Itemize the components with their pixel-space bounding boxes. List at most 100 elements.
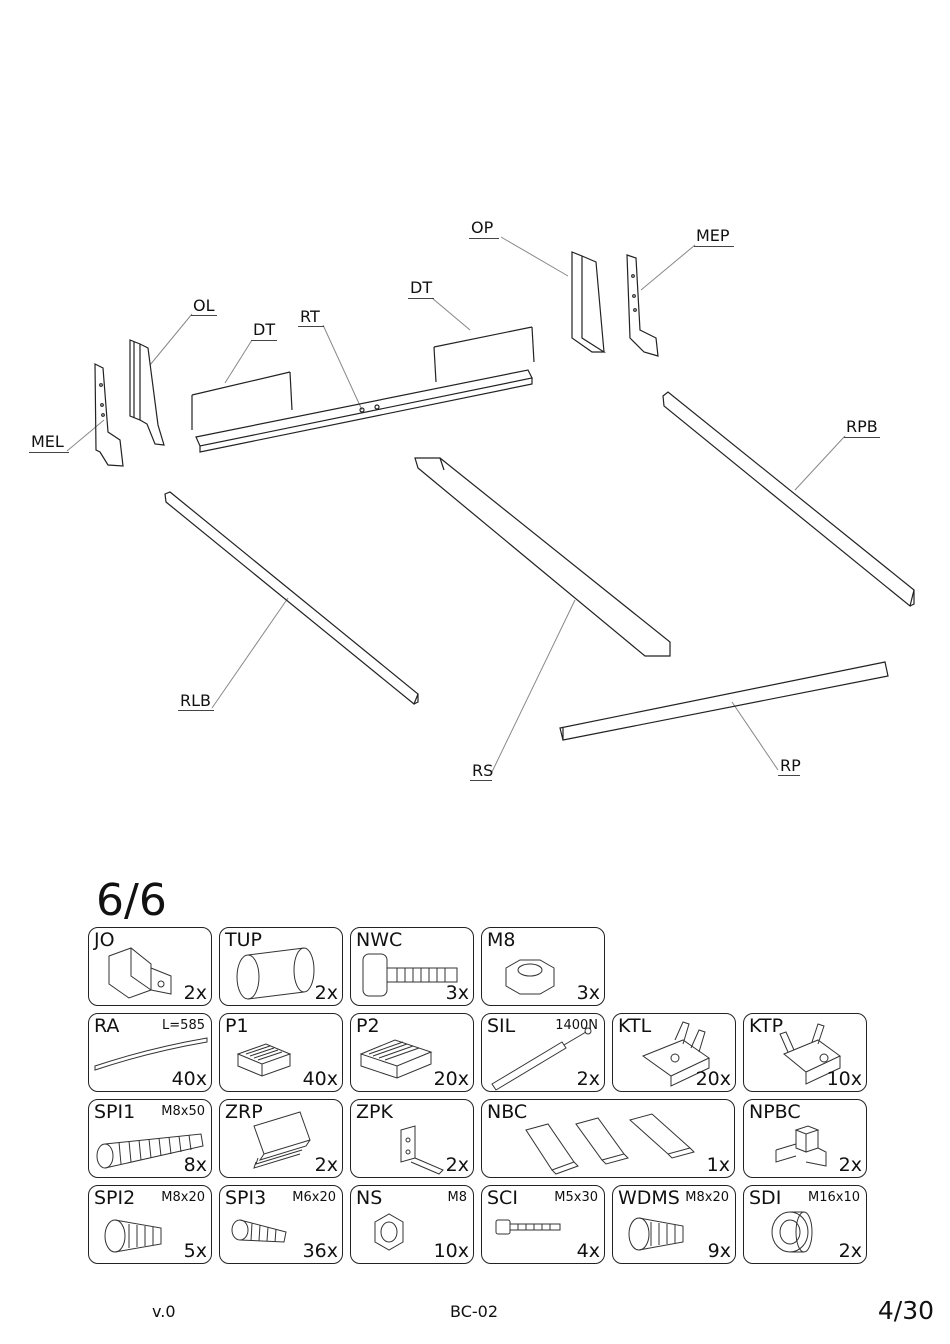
- part-quantity: 2x: [839, 1154, 862, 1176]
- part-card-spi2: SPI2 M8x20 5x: [88, 1185, 212, 1264]
- part-quantity: 5x: [184, 1240, 207, 1262]
- part-dt-left: [192, 372, 292, 430]
- part-spec: M6x20: [292, 1190, 336, 1206]
- part-code: SDI: [749, 1187, 781, 1209]
- part-card-npbc: NPBC 2x: [743, 1099, 867, 1178]
- part-code: JO: [94, 929, 115, 951]
- part-spec: 1400N: [555, 1018, 598, 1034]
- part-mel-plate: [95, 364, 123, 466]
- label-dt-right: DT: [410, 279, 432, 297]
- part-card-m8: M8 3x: [481, 927, 605, 1006]
- part-code: RA: [94, 1015, 119, 1037]
- part-code: NPBC: [749, 1101, 801, 1123]
- label-rp: RP: [780, 757, 801, 775]
- part-card-ktp: KTP 10x: [743, 1013, 867, 1092]
- step-counter: 6/6: [96, 876, 167, 926]
- part-spec: M16x10: [808, 1190, 860, 1206]
- label-underline: [844, 437, 880, 438]
- part-quantity: 4x: [577, 1240, 600, 1262]
- label-underline: [251, 340, 277, 341]
- part-rlb-rail: [165, 492, 418, 704]
- part-code: ZRP: [225, 1101, 263, 1123]
- part-code: KTP: [749, 1015, 783, 1037]
- part-quantity: 2x: [446, 1154, 469, 1176]
- part-spec: M8: [448, 1190, 468, 1206]
- label-ol: OL: [193, 297, 215, 315]
- part-spec: M8x20: [161, 1190, 205, 1206]
- part-quantity: 40x: [172, 1068, 207, 1090]
- part-card-spi3: SPI3 M6x20 36x: [219, 1185, 343, 1264]
- part-card-sil: SIL 1400N 2x: [481, 1013, 605, 1092]
- part-quantity: 2x: [839, 1240, 862, 1262]
- label-mep: MEP: [696, 227, 730, 245]
- label-underline: [298, 326, 324, 327]
- part-code: NBC: [487, 1101, 527, 1123]
- part-quantity: 10x: [434, 1240, 469, 1262]
- part-ol-plate: [130, 340, 164, 445]
- part-code: SPI3: [225, 1187, 266, 1209]
- part-quantity: 2x: [315, 1154, 338, 1176]
- part-quantity: 2x: [315, 982, 338, 1004]
- part-spec: L=585: [162, 1018, 205, 1034]
- part-dt-right: [434, 327, 534, 382]
- part-quantity: 2x: [577, 1068, 600, 1090]
- part-rs-rail: [415, 458, 670, 656]
- part-code: TUP: [225, 929, 262, 951]
- part-code: SPI2: [94, 1187, 135, 1209]
- part-card-tup: TUP 2x: [219, 927, 343, 1006]
- part-quantity: 3x: [577, 982, 600, 1004]
- label-rs: RS: [472, 762, 493, 780]
- label-underline: [191, 315, 217, 316]
- part-card-sdi: SDI M16x10 2x: [743, 1185, 867, 1264]
- part-card-sci: SCI M5x30 4x: [481, 1185, 605, 1264]
- part-quantity: 1x: [707, 1154, 730, 1176]
- part-card-wdms: WDMS M8x20 9x: [612, 1185, 736, 1264]
- label-rpb: RPB: [846, 418, 878, 436]
- part-quantity: 3x: [446, 982, 469, 1004]
- part-card-ra: RA L=585 40x: [88, 1013, 212, 1092]
- part-code: KTL: [618, 1015, 651, 1037]
- part-code: P2: [356, 1015, 380, 1037]
- part-code: NWC: [356, 929, 402, 951]
- label-dt-left: DT: [253, 321, 275, 339]
- part-card-nbc: NBC 1x: [481, 1099, 735, 1178]
- part-code: NS: [356, 1187, 382, 1209]
- part-code: M8: [487, 929, 515, 951]
- part-code: WDMS: [618, 1187, 680, 1209]
- part-card-p2: P2 20x: [350, 1013, 474, 1092]
- part-code: SIL: [487, 1015, 515, 1037]
- part-card-nwc: NWC 3x: [350, 927, 474, 1006]
- part-spec: M5x30: [554, 1190, 598, 1206]
- part-quantity: 20x: [696, 1068, 731, 1090]
- label-underline: [408, 298, 434, 299]
- part-mep-plate: [627, 255, 658, 356]
- label-underline: [694, 246, 734, 247]
- part-op-plate: [572, 252, 604, 352]
- part-card-zrp: ZRP 2x: [219, 1099, 343, 1178]
- part-code: P1: [225, 1015, 249, 1037]
- label-underline: [178, 710, 214, 711]
- version-label: v.0: [152, 1302, 176, 1322]
- document-code: BC-02: [450, 1302, 498, 1322]
- part-rp-tube: [560, 662, 888, 740]
- part-spec: M8x50: [161, 1104, 205, 1120]
- exploded-parts-diagram: [0, 0, 950, 860]
- part-card-zpk: ZPK 2x: [350, 1099, 474, 1178]
- label-mel: MEL: [31, 433, 64, 451]
- page-number: 4/30: [878, 1296, 934, 1326]
- label-underline: [469, 238, 499, 239]
- label-underline: [29, 452, 69, 453]
- part-card-ns: NS M8 10x: [350, 1185, 474, 1264]
- part-quantity: 8x: [184, 1154, 207, 1176]
- part-card-p1: P1 40x: [219, 1013, 343, 1092]
- part-card-jo: JO 2x: [88, 927, 212, 1006]
- part-quantity: 10x: [827, 1068, 862, 1090]
- part-quantity: 40x: [303, 1068, 338, 1090]
- part-card-spi1: SPI1 M8x50 8x: [88, 1099, 212, 1178]
- label-underline: [778, 775, 800, 776]
- part-spec: M8x20: [685, 1190, 729, 1206]
- part-quantity: 9x: [708, 1240, 731, 1262]
- part-quantity: 36x: [303, 1240, 338, 1262]
- label-underline: [470, 780, 492, 781]
- label-rt: RT: [300, 308, 320, 326]
